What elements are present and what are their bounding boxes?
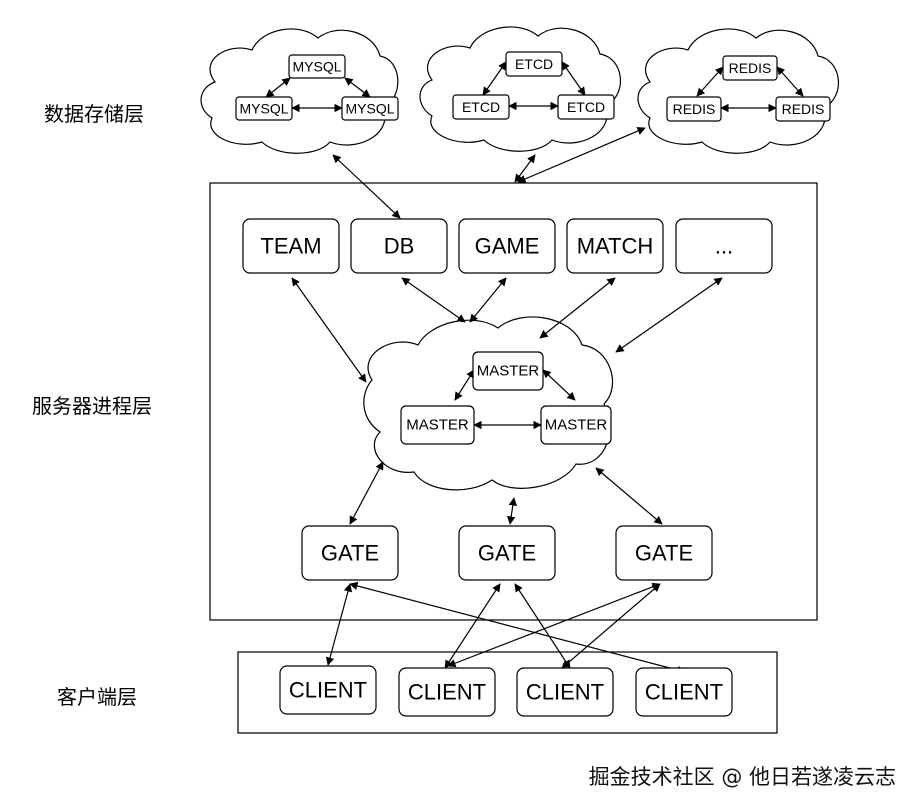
etcd-node: ETCD xyxy=(452,94,510,120)
client-node-label: CLIENT xyxy=(289,678,367,703)
redis-cluster-cloud xyxy=(637,28,839,154)
service-node-4: ... xyxy=(675,218,773,274)
gate-node: GATE xyxy=(301,525,399,581)
gate-node: GATE xyxy=(615,525,713,581)
mysql-node: MYSQL xyxy=(341,96,399,121)
service-node-2: GAME xyxy=(458,218,556,274)
gate-node-label: GATE xyxy=(635,541,693,566)
gate-node-label: GATE xyxy=(321,541,379,566)
client-node: CLIENT xyxy=(279,665,377,715)
client-node: CLIENT xyxy=(516,667,614,717)
client-node-label: CLIENT xyxy=(408,680,486,705)
client-layer-label: 客户端层 xyxy=(57,685,137,709)
etcd-edge xyxy=(482,61,507,96)
master-edge xyxy=(454,369,475,401)
mysql-node: MYSQL xyxy=(235,96,293,121)
game-master-edge xyxy=(469,277,507,323)
redis-edge xyxy=(776,66,804,97)
db-master-edge xyxy=(401,277,466,323)
service-node-0-label: TEAM xyxy=(260,234,321,259)
mysql-node-label: MYSQL xyxy=(239,101,288,117)
redis-node-label: REDIS xyxy=(782,101,825,117)
service-node-1: DB xyxy=(350,218,448,274)
mysql-node: MYSQL xyxy=(288,54,346,79)
master-node-label: MASTER xyxy=(545,417,608,434)
etcd-node: ETCD xyxy=(557,94,615,120)
redis-node: REDIS xyxy=(666,96,722,122)
mysql-node-label: MYSQL xyxy=(345,101,394,117)
service-node-1-label: DB xyxy=(384,234,415,259)
gate-node-label: GATE xyxy=(478,541,536,566)
master-gate-edge xyxy=(349,461,384,525)
service-layer-label: 服务器进程层 xyxy=(32,394,152,418)
client-node-label: CLIENT xyxy=(526,680,604,705)
client-node: CLIENT xyxy=(635,667,733,717)
client-node: CLIENT xyxy=(398,667,496,717)
service-node-3: MATCH xyxy=(566,218,664,274)
client-node-label: CLIENT xyxy=(645,680,723,705)
mysql-node-label: MYSQL xyxy=(292,59,341,75)
gate-client-edge xyxy=(447,582,661,668)
etcd-cluster-cloud xyxy=(419,26,621,152)
service-node-4-label: ... xyxy=(715,234,733,259)
redis-edge xyxy=(696,66,724,97)
match-master-edge xyxy=(539,277,616,339)
master-gate-edge xyxy=(506,497,518,525)
redis-node-label: REDIS xyxy=(729,60,772,76)
master-cluster-cloud xyxy=(363,316,614,491)
service-node-3-label: MATCH xyxy=(577,234,654,259)
redis-node-label: REDIS xyxy=(673,101,716,117)
storage-db-edge xyxy=(332,154,401,219)
mysql-edge xyxy=(265,77,291,98)
storage-service-edge xyxy=(514,154,536,183)
service-node-2-label: GAME xyxy=(475,234,540,259)
etcd-node-label: ETCD xyxy=(515,56,553,72)
redis-node: REDIS xyxy=(775,96,831,122)
etcd-edge xyxy=(561,61,586,96)
watermark: 掘金技术社区 @ 他日若遂凌云志 xyxy=(588,765,896,789)
etcd-node: ETCD xyxy=(505,51,563,77)
mysql-cluster-cloud xyxy=(200,28,399,154)
mysql-edge xyxy=(344,77,371,98)
team-master-edge xyxy=(291,277,367,383)
master-gate-edge xyxy=(595,467,663,525)
master-edge xyxy=(542,369,576,401)
gate-client-edge xyxy=(444,583,501,669)
etcd-node-label: ETCD xyxy=(462,99,500,115)
gate-client-edge xyxy=(514,583,571,669)
etcd-node-label: ETCD xyxy=(567,99,605,115)
gate-node: GATE xyxy=(458,525,556,581)
master-node: MASTER xyxy=(400,405,475,445)
master-node: MASTER xyxy=(472,351,544,391)
storage-layer-label: 数据存储层 xyxy=(44,102,144,126)
master-node-label: MASTER xyxy=(477,363,540,380)
more-master-edge xyxy=(615,277,723,353)
gate-client-edge xyxy=(561,583,661,669)
gate-client-edge xyxy=(325,583,353,666)
storage-service-edge xyxy=(517,127,646,183)
master-node: MASTER xyxy=(540,405,612,445)
redis-node: REDIS xyxy=(722,55,778,81)
service-node-0: TEAM xyxy=(242,218,340,274)
gate-client-edge xyxy=(349,581,686,675)
master-node-label: MASTER xyxy=(406,417,469,434)
